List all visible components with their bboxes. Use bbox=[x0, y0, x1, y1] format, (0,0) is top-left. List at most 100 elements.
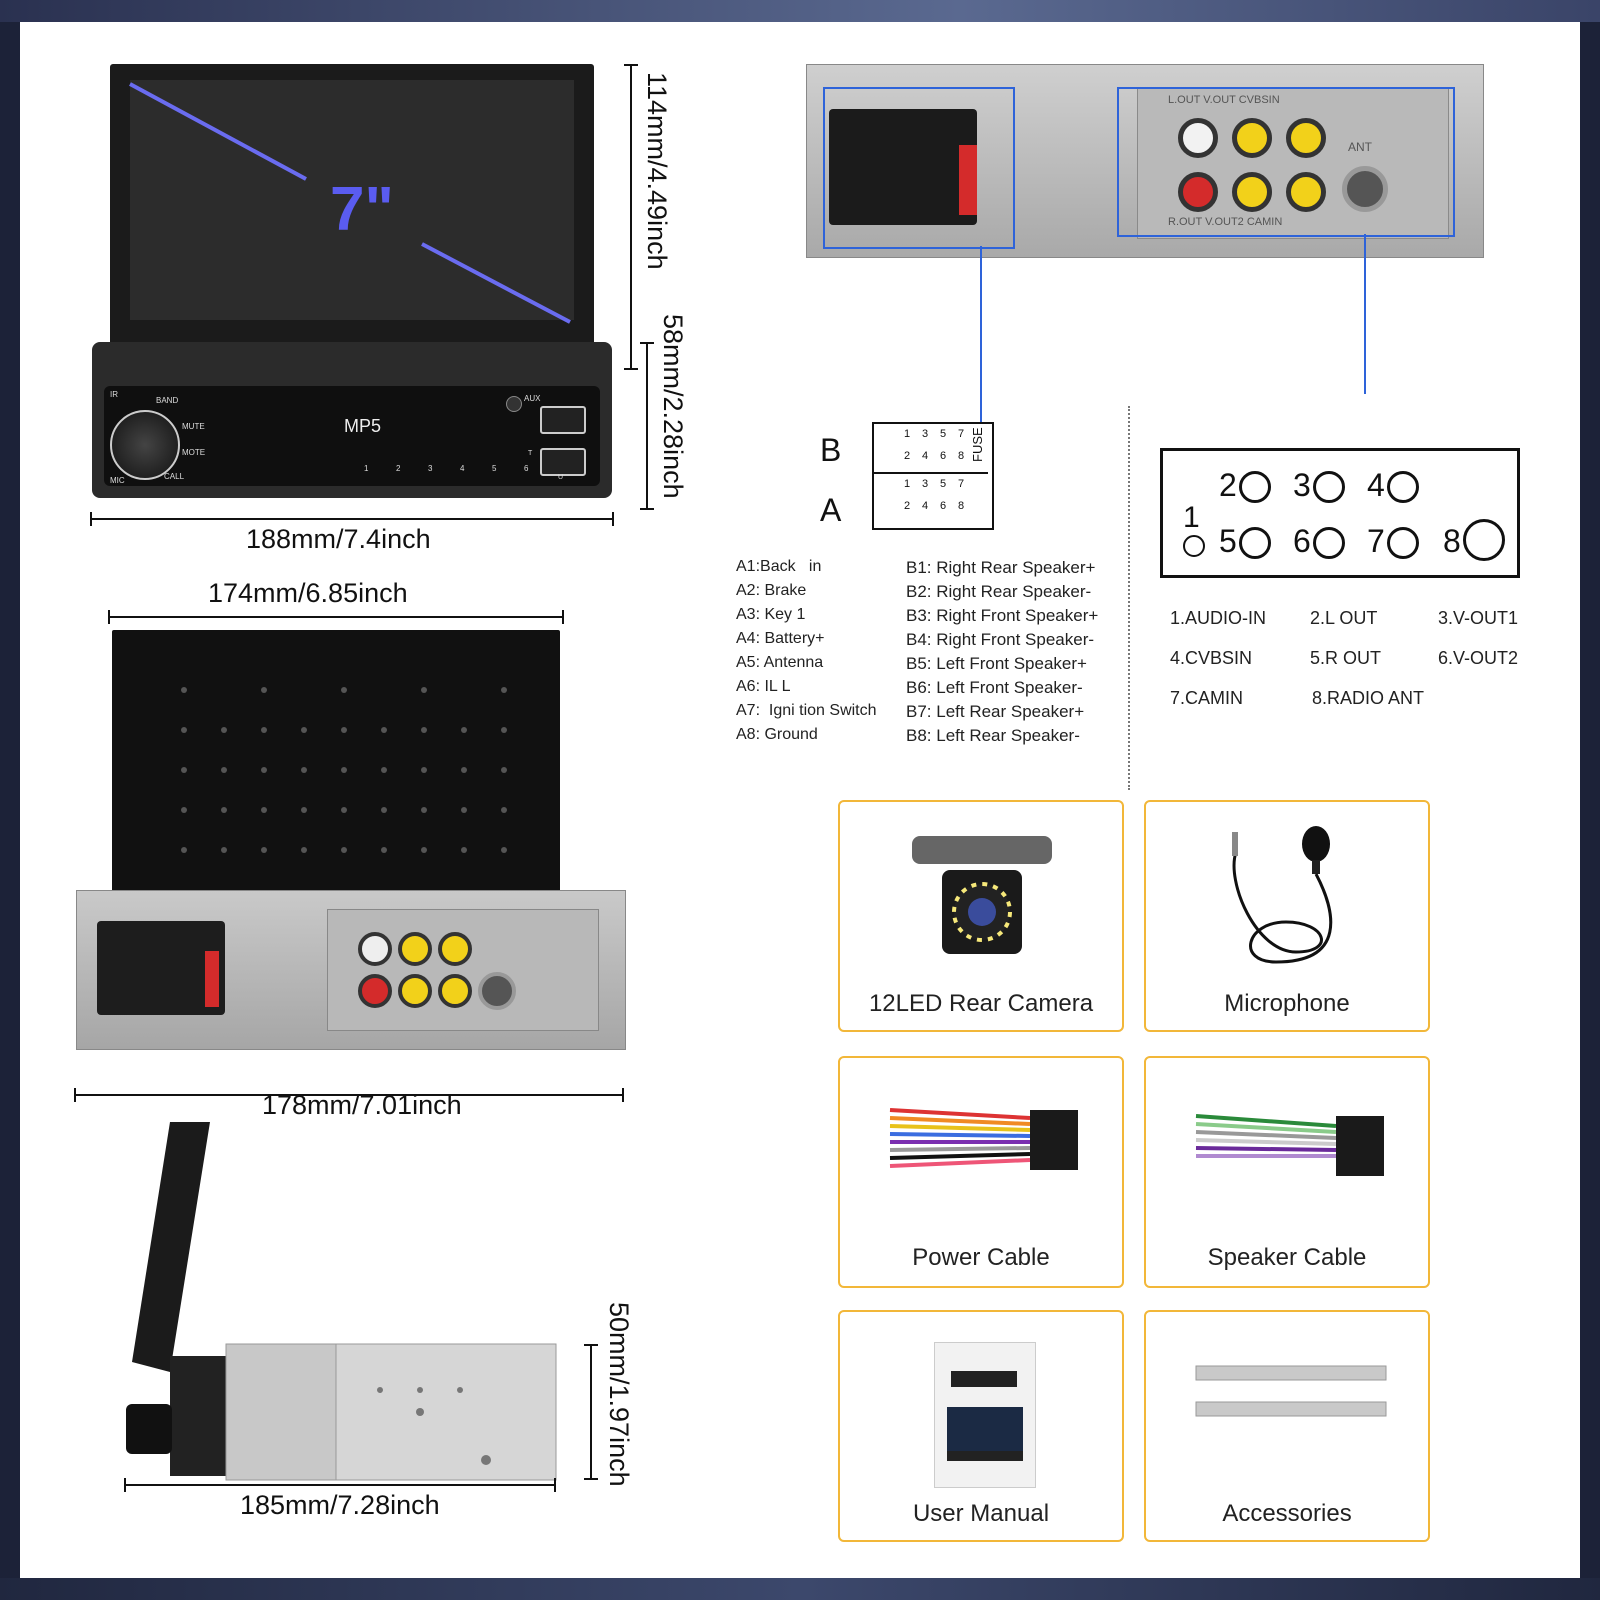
ir-label: IR bbox=[110, 390, 118, 399]
removal-keys-icon bbox=[1195, 1365, 1387, 1417]
rca-num-4: 4 bbox=[1367, 467, 1385, 503]
rca-diagram-box: 1 2 3 4 5 6 7 8 bbox=[1160, 448, 1520, 578]
side-width-tick-right bbox=[554, 1478, 556, 1492]
base-height-dimension-line bbox=[646, 342, 648, 510]
pinout-b7: B7: Left Rear Speaker+ bbox=[906, 702, 1085, 721]
pin-b7: 7 bbox=[958, 428, 965, 440]
top-width-tick-right bbox=[562, 610, 564, 624]
antenna-socket-small bbox=[478, 972, 516, 1010]
pin-b5: 5 bbox=[940, 428, 947, 440]
preset-6[interactable]: 6 bbox=[524, 464, 529, 473]
pin-a6: 6 bbox=[940, 500, 947, 512]
mote-button[interactable]: MOTE bbox=[182, 448, 206, 457]
iso-highlight-box bbox=[823, 87, 1015, 249]
back-width-tick-left bbox=[74, 1088, 76, 1102]
preset-1[interactable]: 1 bbox=[364, 464, 369, 473]
pinout-a3: A3: Key 1 bbox=[736, 606, 806, 623]
u-label: U bbox=[558, 474, 564, 481]
speaker-cable-label: Speaker Cable bbox=[1207, 1244, 1367, 1271]
preset-4[interactable]: 4 bbox=[460, 464, 465, 473]
pin-a3: 3 bbox=[922, 478, 929, 490]
side-width-tick-left bbox=[124, 1478, 126, 1492]
rca-jack-6 bbox=[1313, 527, 1345, 559]
front-width-label: 188mm/7.4inch bbox=[246, 524, 431, 554]
rca-group-small bbox=[327, 909, 599, 1031]
rca-red bbox=[1178, 172, 1218, 212]
top-width-tick-left bbox=[108, 610, 110, 624]
iso-pointer-line bbox=[980, 246, 982, 422]
pinout-a8: A8: Ground bbox=[736, 726, 818, 743]
rca-jack-5 bbox=[1239, 527, 1271, 559]
pin-b3: 3 bbox=[922, 428, 929, 440]
rca-num-7: 7 bbox=[1367, 523, 1385, 559]
preset-5[interactable]: 5 bbox=[492, 464, 497, 473]
side-height-tick-bottom bbox=[584, 1478, 598, 1480]
row-a-label: A bbox=[820, 492, 842, 528]
legend-cvbsin: 4.CVBSIN bbox=[1170, 648, 1253, 668]
front-height-dimension-line bbox=[630, 64, 632, 369]
front-width-tick-left bbox=[90, 512, 92, 526]
microphone-label: Microphone bbox=[1224, 990, 1350, 1017]
card-microphone: Microphone bbox=[1144, 800, 1430, 1032]
side-height-dimension-line bbox=[590, 1344, 592, 1480]
pinout-b6: B6: Left Front Speaker- bbox=[906, 678, 1083, 697]
mute-button[interactable]: MUTE bbox=[182, 422, 205, 431]
volume-knob[interactable] bbox=[110, 410, 180, 480]
pinout-a1: A1:Back in bbox=[736, 558, 822, 575]
rca-yellow-small-4 bbox=[438, 974, 472, 1008]
base-height-label: 58mm/2.28inch bbox=[658, 314, 688, 499]
band-button[interactable]: BAND bbox=[156, 396, 179, 405]
faceplate: IR MIC BAND MUTE MOTE CALL MP5 AUX T U 1… bbox=[92, 342, 612, 498]
rear-camera-label: 12LED Rear Camera bbox=[868, 990, 1094, 1017]
legend-radio-ant: 8.RADIO ANT bbox=[1312, 688, 1425, 708]
preset-3[interactable]: 3 bbox=[428, 464, 433, 473]
iso-connector-small bbox=[97, 921, 225, 1015]
pinout-b8: B8: Left Rear Speaker- bbox=[906, 726, 1080, 745]
usb-port-2[interactable] bbox=[540, 448, 586, 476]
pinout-a7: A7: Igni tion Switch bbox=[736, 702, 877, 719]
rca-jack-8 bbox=[1463, 519, 1505, 561]
rca-jack-7 bbox=[1387, 527, 1419, 559]
call-button[interactable]: CALL bbox=[164, 472, 185, 481]
rca-jack-4 bbox=[1387, 471, 1419, 503]
side-profile-drawing bbox=[126, 1122, 557, 1481]
pinout-b-list: B1: Right Rear Speaker+ B2: Right Rear S… bbox=[906, 558, 1126, 758]
card-speaker-cable: Speaker Cable bbox=[1144, 1056, 1430, 1288]
pin-b4: 4 bbox=[922, 450, 929, 462]
top-width-label: 174mm/6.85inch bbox=[208, 578, 408, 608]
pinout-b4: B4: Right Front Speaker- bbox=[906, 630, 1095, 649]
iso-connector bbox=[829, 109, 977, 225]
screen-frame: 7" bbox=[110, 64, 594, 369]
legend-camin: 7.CAMIN bbox=[1170, 688, 1244, 708]
pinout-b1: B1: Right Rear Speaker+ bbox=[906, 558, 1096, 577]
card-power-cable: Power Cable bbox=[838, 1056, 1124, 1288]
t-label: T bbox=[528, 450, 533, 457]
preset-2[interactable]: 2 bbox=[396, 464, 401, 473]
side-view: 50mm/1.97inch 185mm/7.28inch bbox=[20, 1122, 720, 1572]
rca-num-8: 8 bbox=[1443, 523, 1461, 559]
dotted-divider bbox=[1128, 406, 1130, 790]
ventilation-holes bbox=[181, 687, 507, 853]
back-width-dimension-line bbox=[74, 1094, 624, 1096]
screen-size-label: 7" bbox=[330, 175, 394, 244]
preset-bar: 1 2 3 4 5 6 bbox=[234, 464, 534, 478]
side-width-dimension-line bbox=[124, 1484, 556, 1486]
rear-bottom-label: R.OUT V.OUT2 CAMIN bbox=[1168, 216, 1283, 228]
antenna-socket bbox=[1342, 166, 1388, 212]
pinout-a6: A6: IL L bbox=[736, 678, 791, 695]
rca-jack-1 bbox=[1183, 535, 1205, 557]
legend-v-out1: 3.V-OUT1 bbox=[1438, 608, 1519, 628]
rca-yellow-1 bbox=[1232, 118, 1272, 158]
side-width-label: 185mm/7.28inch bbox=[240, 1490, 440, 1520]
base-height-tick-top bbox=[640, 342, 654, 344]
aux-jack[interactable] bbox=[506, 396, 522, 412]
card-accessories: Accessories bbox=[1144, 1310, 1430, 1542]
back-width-tick-right bbox=[622, 1088, 624, 1102]
legend-r-out: 5.R OUT bbox=[1310, 648, 1382, 668]
connector-outline bbox=[872, 422, 994, 530]
front-view: 7" IR MIC BAND MUTE MOTE CALL MP5 AUX T … bbox=[20, 22, 720, 562]
accessories-label: Accessories bbox=[1222, 1500, 1352, 1527]
usb-port-1[interactable] bbox=[540, 406, 586, 434]
aux-label: AUX bbox=[524, 394, 541, 403]
rca-pointer-line bbox=[1364, 234, 1366, 394]
